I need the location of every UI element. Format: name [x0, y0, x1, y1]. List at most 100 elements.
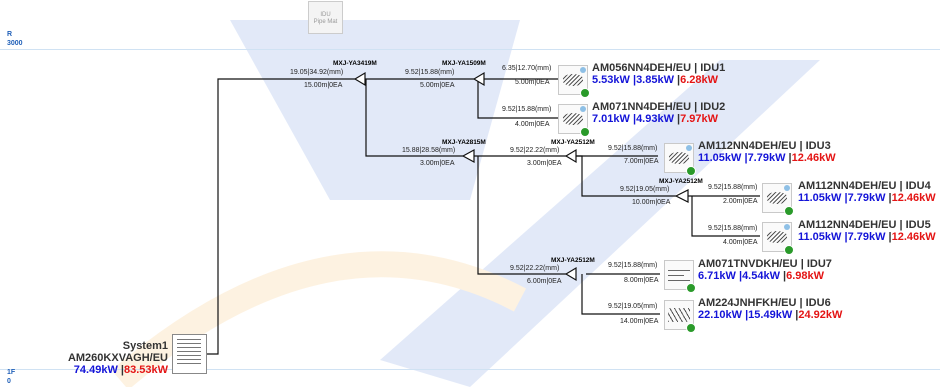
branch-joint-2: [472, 71, 485, 87]
branch-joint-3: [461, 148, 475, 164]
pipe-size-label: 9.52|15.88(mm): [502, 106, 552, 113]
unit-heating-capacity: 6.98kW: [786, 270, 825, 282]
unit-sensible-capacity: 4.93kW: [636, 113, 674, 125]
slim-duct-icon-line: [668, 280, 690, 281]
unit-title-separator: |: [896, 180, 906, 192]
unit-capacity: 11.05kW |7.79kW |12.46kW: [798, 192, 936, 204]
outdoor-unit[interactable]: [172, 334, 207, 374]
pipe-length-label: 10.00m|0EA: [632, 199, 671, 206]
pipe-length-label: 5.00m|0EA: [420, 82, 455, 89]
cassette-icon: [767, 192, 787, 204]
status-dot-icon: [784, 206, 794, 216]
unit-model: AM071NN4DEH/EU: [592, 101, 692, 113]
unit-title: AM112NN4DEH/EU | IDU4: [798, 180, 936, 192]
info-icon: [686, 145, 692, 151]
unit-cooling-capacity: 11.05kW: [798, 231, 842, 243]
branch-joint-1: [353, 71, 366, 87]
floor-height-roof: 3000: [7, 40, 23, 47]
unit-title: AM056NN4DEH/EU | IDU1: [592, 62, 725, 74]
unit-heating-capacity: 7.97kW: [680, 113, 719, 125]
outdoor-cooling-capacity: 74.49kW: [73, 364, 118, 376]
unit-tag: IDU3: [805, 140, 831, 152]
info-icon: [580, 67, 586, 73]
floor-divider-roof: [0, 49, 940, 50]
info-icon: [784, 185, 790, 191]
indoor-unit-6-info: AM224JNHFKH/EU | IDU6 22.10kW |15.49kW |…: [698, 297, 842, 321]
branch-name-5: MXJ-YA2512M: [659, 178, 703, 185]
cassette-icon: [669, 152, 689, 164]
outdoor-unit-icon: [177, 339, 201, 367]
status-dot-icon: [686, 166, 696, 176]
unit-cooling-capacity: 11.05kW: [798, 192, 842, 204]
unit-title-separator: |: [796, 297, 806, 309]
indoor-unit-6[interactable]: [664, 300, 696, 333]
info-icon: [580, 106, 586, 112]
unit-sensible-capacity: 7.79kW: [747, 152, 786, 164]
floor-label-roof: R: [7, 31, 13, 38]
status-dot-icon: [686, 323, 696, 333]
unit-sensible-capacity: 3.85kW: [636, 74, 674, 86]
unit-title-separator: |: [691, 62, 701, 74]
unit-model: AM071TNVDKH/EU: [698, 258, 798, 270]
floor-height-1f: 0: [7, 378, 11, 385]
indoor-unit-2[interactable]: [558, 104, 590, 137]
branch-name-6: MXJ-YA2512M: [551, 257, 595, 264]
unit-title-separator: |: [896, 219, 906, 231]
unit-title: AM112NN4DEH/EU | IDU3: [698, 140, 836, 152]
pipe-length-label: 4.00m|0EA: [515, 121, 550, 128]
branch-joint-6: [564, 266, 577, 282]
status-dot-icon: [784, 245, 794, 255]
indoor-unit-5-info: AM112NN4DEH/EU | IDU5 11.05kW |7.79kW |1…: [798, 219, 936, 243]
unit-cooling-capacity: 7.01kW: [592, 113, 630, 125]
pipe-size-label: 9.52|15.88(mm): [708, 184, 758, 191]
pipe-length-label: 3.00m|0EA: [527, 160, 562, 167]
floor-label-1f: 1F: [7, 369, 16, 376]
unit-sensible-capacity: 7.79kW: [847, 231, 886, 243]
unit-capacity: 7.01kW |4.93kW |7.97kW: [592, 113, 719, 125]
slim-duct-icon: [668, 270, 690, 271]
unit-heating-capacity: 24.92kW: [798, 309, 843, 321]
branch-joint-4: [564, 148, 577, 164]
idu-pipe-mat-button[interactable]: IDU Pipe Mat: [308, 1, 343, 34]
pipe-size-label: 6.35|12.70(mm): [502, 65, 552, 72]
unit-title-separator: |: [796, 140, 806, 152]
unit-capacity: 6.71kW |4.54kW |6.98kW: [698, 270, 825, 282]
indoor-unit-7[interactable]: [664, 260, 696, 293]
pipe-size-label: 9.52|15.88(mm): [608, 145, 658, 152]
slim-duct-icon-line: [668, 275, 684, 276]
unit-sensible-capacity: 4.54kW: [742, 270, 780, 282]
duct-icon: [668, 308, 690, 322]
pipe-size-label: 9.52|15.88(mm): [708, 225, 758, 232]
unit-cooling-capacity: 22.10kW: [698, 309, 743, 321]
branch-name-4: MXJ-YA2512M: [551, 139, 595, 146]
indoor-unit-4[interactable]: [762, 183, 794, 216]
pipe-size-label: 9.52|15.88(mm): [405, 69, 455, 76]
pipe-size-label: 9.52|19.05(mm): [620, 186, 670, 193]
unit-heating-capacity: 6.28kW: [680, 74, 719, 86]
unit-title-separator: |: [797, 258, 807, 270]
floor-divider-1f: [0, 369, 940, 370]
unit-capacity: 11.05kW |7.79kW |12.46kW: [698, 152, 836, 164]
status-dot-icon: [580, 127, 590, 137]
pipe-length-label: 14.00m|0EA: [620, 318, 659, 325]
indoor-unit-4-info: AM112NN4DEH/EU | IDU4 11.05kW |7.79kW |1…: [798, 180, 936, 204]
outdoor-heating-capacity: 83.53kW: [123, 364, 168, 376]
pipe-size-label: 9.52|22.22(mm): [510, 147, 560, 154]
unit-model: AM112NN4DEH/EU: [698, 140, 797, 152]
unit-cooling-capacity: 6.71kW: [698, 270, 736, 282]
pipe-length-label: 2.00m|0EA: [723, 198, 758, 205]
indoor-unit-7-info: AM071TNVDKH/EU | IDU7 6.71kW |4.54kW |6.…: [698, 258, 832, 282]
unit-capacity: 22.10kW |15.49kW |24.92kW: [698, 309, 843, 321]
status-dot-icon: [580, 88, 590, 98]
indoor-unit-3[interactable]: [664, 143, 696, 176]
indoor-unit-5[interactable]: [762, 222, 794, 255]
unit-heating-capacity: 12.46kW: [891, 231, 936, 243]
indoor-unit-1-info: AM056NN4DEH/EU | IDU1 5.53kW |3.85kW |6.…: [592, 62, 725, 86]
outdoor-model: AM260KXVAGH/EU: [67, 352, 168, 364]
unit-title-separator: |: [691, 101, 701, 113]
pipe-length-label: 3.00m|0EA: [420, 160, 455, 167]
capacity-separator: |: [120, 364, 124, 376]
indoor-unit-1[interactable]: [558, 65, 590, 98]
idu-pipe-mat-label-1: IDU: [320, 12, 331, 18]
